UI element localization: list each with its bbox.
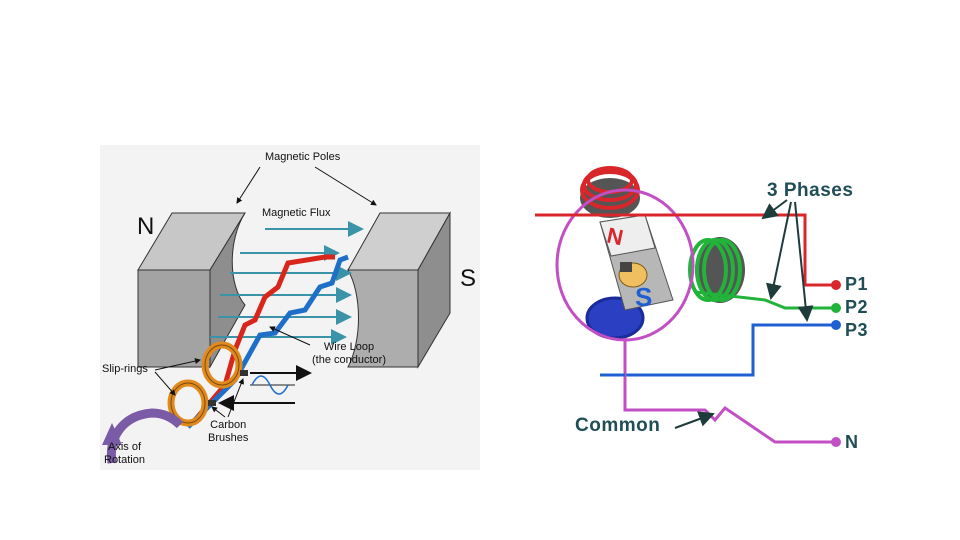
label-north-pole: N [137,213,155,240]
label-p2: P2 [845,297,869,317]
label-carbon-brushes: Carbon Brushes [208,419,248,445]
wire-p3 [600,323,835,377]
slip-ring-back [201,341,243,389]
label-p1: P1 [845,274,869,294]
label-slip-rings: Slip-rings [102,363,148,375]
label-p3: P3 [845,320,869,340]
label-3-phases: 3 Phases [767,180,854,201]
north-pole-magnet [137,212,246,369]
label-wire-loop-line2: (the conductor) [312,354,386,366]
three-phase-drawing [535,166,841,447]
wire-loop-blue [186,254,349,429]
label-axis-line1: Axis of [107,441,141,453]
terminal-p1 [831,280,841,290]
wire-loop-red [193,254,335,422]
three-phase-diagram: 3 Phases P1 P2 P3 N Common N S [525,160,900,470]
generator-drawing [100,145,480,470]
wire-p1 [535,213,835,287]
label-rotor-s: S [635,282,653,312]
label-common: Common [575,415,661,436]
coil-p2-green [688,237,745,303]
slip-ring-front [167,379,209,427]
label-magnetic-flux: Magnetic Flux [262,207,331,219]
label-south-pole: S [460,265,477,292]
label-neutral: N [845,432,859,452]
south-pole-magnet [347,211,451,369]
carbon-brush-1 [208,400,216,406]
rotor-magnet [599,214,674,311]
label-axis-of-rotation: Axis of Rotation [104,441,145,467]
wire-neutral [623,338,835,444]
terminal-p3 [831,320,841,330]
sine-wave-icon [250,375,295,395]
label-carbon-brushes-line1: Carbon [210,419,247,431]
label-wire-loop-line1: Wire Loop [323,341,375,353]
carbon-brush-2 [240,370,248,376]
leader-lines [154,166,377,418]
label-carbon-brushes-line2: Brushes [208,432,249,444]
axis-rotation-arrowhead [102,423,122,445]
label-magnetic-poles: Magnetic Poles [265,151,341,163]
label-wire-loop: Wire Loop (the conductor) [312,341,386,367]
terminal-neutral [831,437,841,447]
terminal-p2 [831,303,841,313]
label-axis-line2: Rotation [104,454,145,466]
generator-diagram: Magnetic Poles Magnetic Flux N S Slip-ri… [100,145,480,470]
phase-pointer-arrows [674,199,814,429]
